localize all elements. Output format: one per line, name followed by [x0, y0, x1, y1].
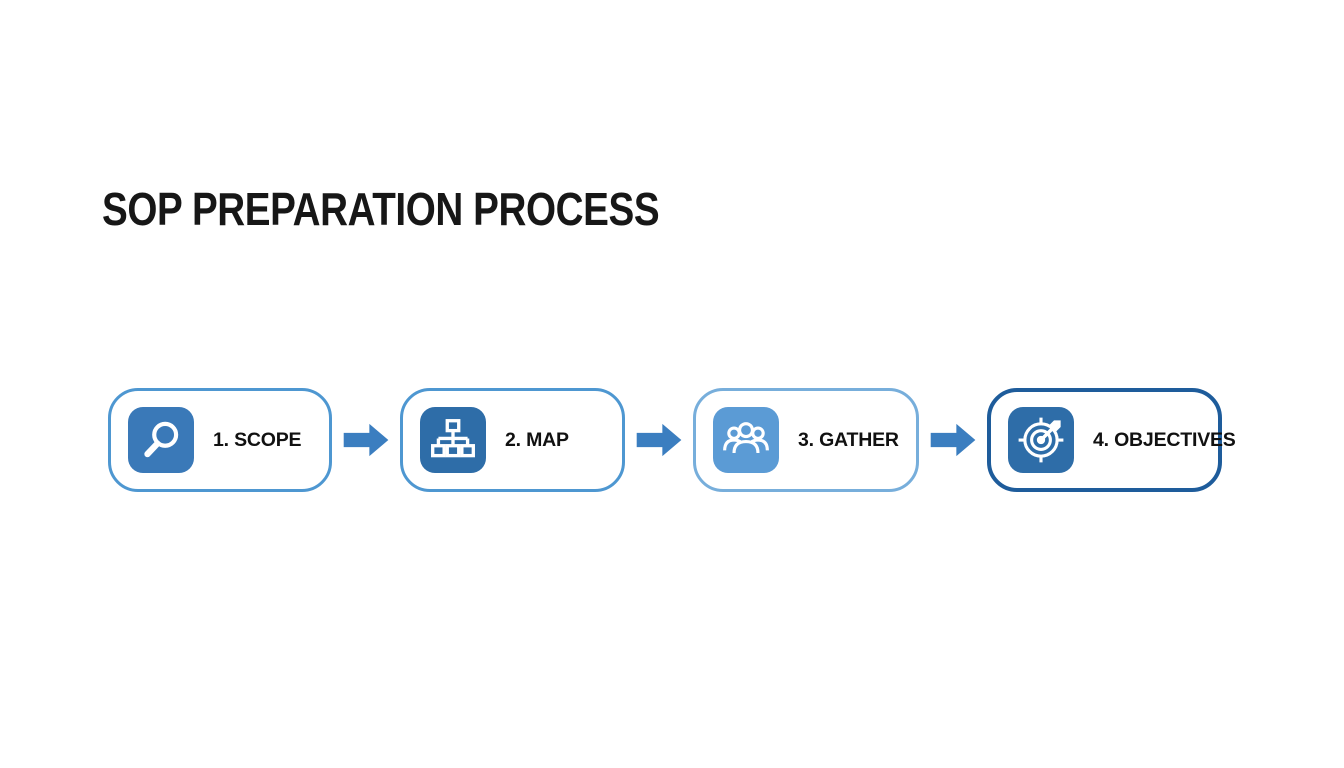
step-label: 2. MAP	[505, 428, 569, 451]
target-arrow-icon	[1018, 417, 1064, 463]
arrow-right-icon	[930, 423, 975, 457]
step-icon-tile	[1008, 407, 1074, 473]
arrow-right-icon	[343, 423, 388, 457]
step-label: 1. SCOPE	[213, 428, 302, 451]
step-box-gather: 3. GATHER	[693, 388, 919, 492]
step-icon-tile	[128, 407, 194, 473]
step-icon-tile	[713, 407, 779, 473]
page-title: SOP PREPARATION PROCESS	[102, 183, 660, 235]
step-label: 3. GATHER	[798, 428, 899, 451]
step-box-map: 2. MAP	[400, 388, 625, 492]
arrow-wrap	[625, 421, 693, 459]
step-box-objectives: 4. OBJECTIVES	[987, 388, 1236, 492]
arrow-right-icon	[636, 423, 681, 457]
step-label: 4. OBJECTIVES	[1093, 428, 1236, 451]
arrow-wrap	[919, 421, 987, 459]
magnifier-icon	[144, 421, 179, 458]
arrow-wrap	[332, 421, 400, 459]
people-icon	[723, 422, 769, 454]
org-chart-icon	[431, 419, 475, 458]
step-icon-tile	[420, 407, 486, 473]
process-flow: 1. SCOPE 2. MAP	[108, 388, 1236, 492]
step-box-scope: 1. SCOPE	[108, 388, 332, 492]
